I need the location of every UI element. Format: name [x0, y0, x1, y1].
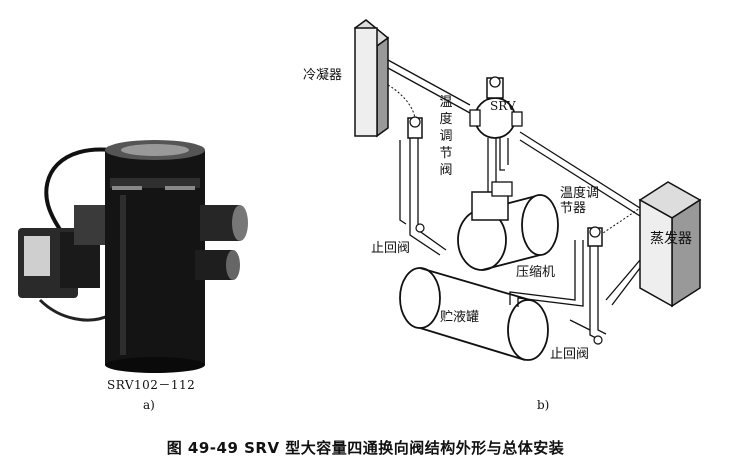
check-valve-label-1: 止回阀 — [371, 241, 411, 256]
compressor-label: 压缩机 — [516, 265, 556, 280]
evaporator-block — [639, 198, 673, 308]
condenser-block — [354, 27, 378, 137]
check-valve-label-2: 止回阀 — [550, 347, 590, 362]
srv-valve-photo — [18, 140, 248, 373]
condenser-label: 冷凝器 — [303, 68, 343, 83]
subfigure-label-b: b) — [537, 398, 550, 412]
installation-schematic — [353, 19, 702, 361]
temp-regulator-label: 温度调节器 — [560, 186, 600, 216]
temp-valve-label: 温度调节阀 — [439, 95, 453, 178]
figure-caption: 图 49-49 SRV 型大容量四通换向阀结构外形与总体安装 — [166, 439, 565, 457]
receiver-label: 贮液罐 — [440, 310, 480, 325]
model-label: SRV102－112 — [107, 378, 196, 392]
evaporator-label: 蒸发器 — [650, 231, 692, 247]
srv-label: SRV — [490, 99, 516, 113]
condenser-side — [376, 36, 389, 138]
subfigure-label-a: a) — [143, 398, 155, 412]
receiver-tank — [399, 267, 441, 329]
